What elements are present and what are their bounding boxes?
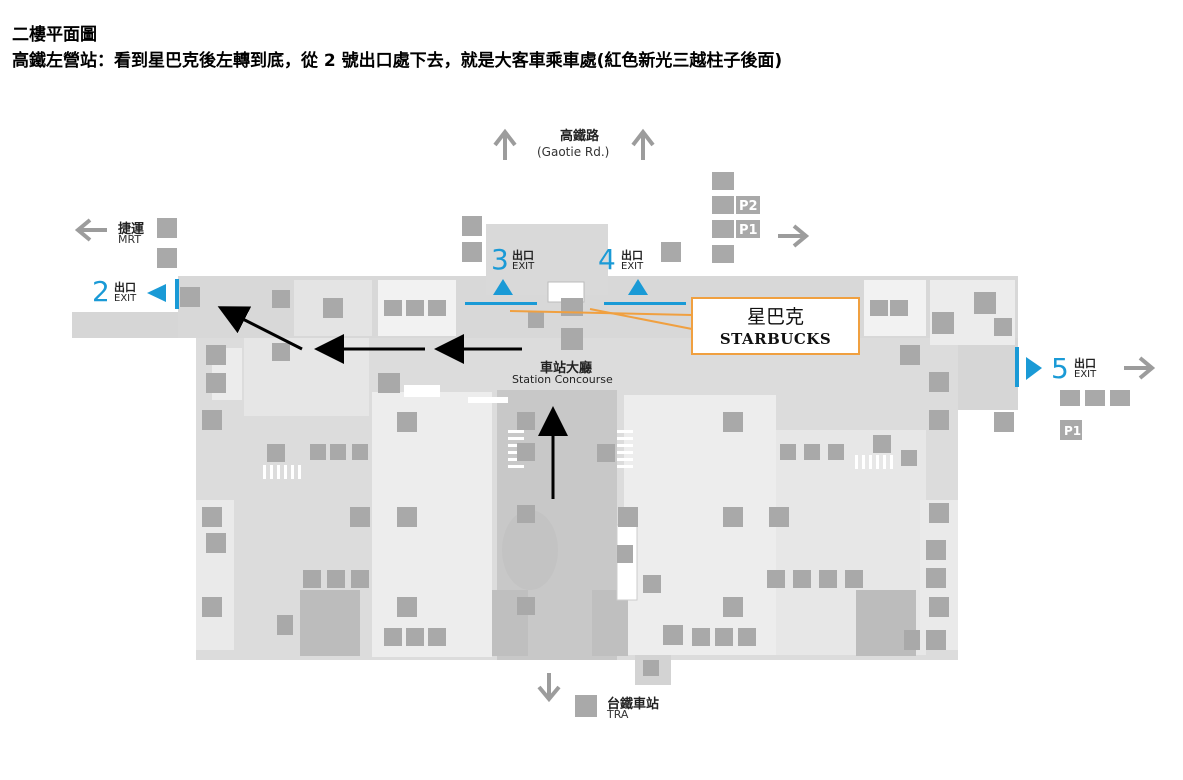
route-arrows [217, 306, 568, 499]
page-title: 二樓平面圖 [12, 25, 97, 45]
exit-4-triangle [628, 279, 648, 295]
exit-markers [147, 279, 1042, 387]
exit-5-label-en: EXIT [1074, 369, 1097, 380]
concourse-label-en: Station Concourse [512, 373, 613, 386]
room-blocks [196, 280, 1015, 657]
route-instructions: 高鐵左營站：看到星巴克後左轉到底，從 2 號出口處下去，就是大客車乘車處(紅色新… [12, 51, 783, 71]
exit-2-number: 2 [92, 275, 110, 308]
exit-5-label: 出口 [1074, 357, 1096, 370]
exit-3-number: 3 [491, 243, 509, 276]
tra-label: 台鐵車站 [607, 697, 660, 712]
stairs [263, 430, 893, 479]
exit-4-label-en: EXIT [621, 261, 644, 272]
exit-3-label-en: EXIT [512, 261, 535, 272]
starbucks-label: 星巴克 [746, 306, 804, 328]
exit-5-number: 5 [1051, 352, 1069, 385]
exit-2-triangle [147, 284, 166, 302]
exit-2-label: 出口 [114, 281, 136, 294]
starbucks-label-en: STARBUCKS [719, 330, 832, 348]
parking-label: P1 [739, 223, 758, 238]
mrt-label: 捷運 [118, 222, 145, 237]
parking-label: P1 [1064, 424, 1081, 438]
mrt-label-en: MRT [118, 233, 142, 246]
north-road-label: 高鐵路 [560, 129, 600, 144]
exit-3-triangle [493, 279, 513, 295]
exit-4-label: 出口 [621, 249, 643, 262]
concourse-label: 車站大廳 [540, 361, 593, 376]
facility-icons [157, 172, 1130, 717]
north-road-label-en: (Gaotie Rd.) [537, 145, 610, 159]
exit-5-triangle [1026, 357, 1042, 380]
exit-2-label-en: EXIT [114, 293, 137, 304]
exit-3-label: 出口 [512, 249, 534, 262]
starbucks-callout: 星巴克 STARBUCKS [691, 297, 860, 355]
starbucks-callout-leader [509, 308, 693, 330]
parking-label: P2 [739, 199, 758, 214]
direction-arrows [74, 128, 1156, 703]
exit-4-number: 4 [598, 243, 616, 276]
tra-label-en: TRA [607, 708, 629, 721]
